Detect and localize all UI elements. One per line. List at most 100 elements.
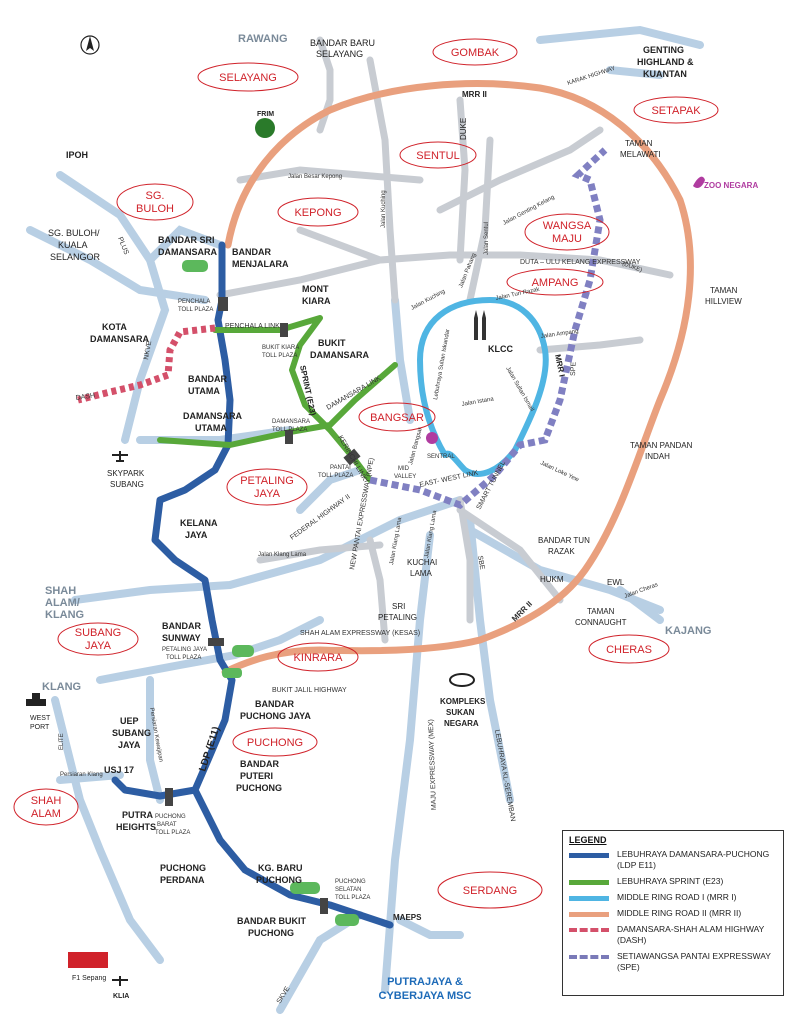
road-jalan-istana: Jalan Istana: [461, 396, 495, 408]
place-uep-3: JAYA: [118, 740, 141, 750]
legend-item: SETIAWANGSA PANTAI EXPRESSWAY (SPE): [569, 951, 777, 973]
place-kompleks-3: NEGARA: [444, 719, 479, 728]
place-kompleks-1: KOMPLEKS: [440, 697, 486, 706]
legend-swatch: [569, 896, 609, 901]
region-shah-alam-3: KLANG: [45, 609, 84, 621]
road-penchala-link: PENCHALA LINK: [225, 323, 280, 330]
road-plus: PLUS: [116, 236, 129, 256]
place-bandar-menjalara-1: BANDAR: [232, 247, 271, 257]
place-usj17: USJ 17: [104, 765, 134, 775]
place-taman-pandan-2: INDAH: [645, 452, 670, 461]
region-shah-alam-1: SHAH: [45, 585, 76, 597]
area-ellipses: [13, 38, 719, 909]
legend-swatch: [569, 928, 609, 932]
place-sgbuloh-kuala-1: SG. BULOH/: [48, 228, 100, 238]
area-petaling-1: PETALING: [240, 475, 294, 487]
road-ldp: LDP (E11): [197, 725, 222, 773]
road-penchala-toll-1: PENCHALA: [178, 299, 210, 305]
road-jalan-kuching-2: Jalan Kuching: [410, 289, 446, 312]
area-kinrara: KINRARA: [294, 652, 344, 664]
kgbaru-badge: [290, 882, 320, 894]
road-karak: KARAK HIGHWAY: [567, 66, 616, 87]
place-kompleks-2: SUKAN: [446, 708, 475, 717]
road-maju-expressway: MAJU EXPRESSWAY (MEX): [428, 719, 438, 810]
road-federal-highway: FEDERAL HIGHWAY II: [289, 493, 352, 541]
legend-title: LEGEND: [569, 835, 607, 845]
road-duta: DUTA – ULU KELANG EXPRESSWAY: [520, 259, 641, 266]
place-bandar-utama-2: UTAMA: [188, 386, 220, 396]
legend-swatch: [569, 955, 609, 959]
place-puchong-perdana-1: PUCHONG: [160, 863, 206, 873]
place-skypark-2: SUBANG: [110, 480, 144, 489]
klcc-towers-icon: [474, 310, 486, 340]
region-klang: KLANG: [42, 681, 81, 693]
zoo-icon: [693, 176, 705, 189]
place-maeps: MAEPS: [393, 913, 422, 922]
road-dash: DASH: [75, 392, 95, 402]
area-bangsar: BANGSAR: [370, 412, 424, 424]
road-bukit-jalil: BUKIT JALIL HIGHWAY: [272, 687, 347, 694]
place-bukit-dam-2: DAMANSARA: [310, 350, 369, 360]
place-bandar-sri-1: BANDAR SRI: [158, 235, 215, 245]
place-klcc: KLCC: [488, 344, 513, 354]
legend-label: MIDDLE RING ROAD II (MRR II): [617, 908, 742, 918]
legend-label: LEBUHRAYA DAMANSARA-PUCHONG (LDP E11): [617, 849, 770, 870]
road-penchala-toll-2: TOLL PLAZA: [178, 307, 213, 313]
airplane-icon: [112, 451, 128, 462]
road-kl-seremban: LEBUHRAYA KL-SEREMBAN: [493, 729, 516, 822]
road-mid-valley-1: MID: [398, 466, 410, 472]
place-hukm: HUKM: [540, 575, 564, 584]
road-puchong-selatan-toll-3: TOLL PLAZA: [335, 895, 370, 901]
region-rawang: RAWANG: [238, 33, 288, 45]
place-taman-melawati-1: TAMAN: [625, 139, 653, 148]
legend-items: LEBUHRAYA DAMANSARA-PUCHONG (LDP E11) LEB…: [569, 849, 777, 973]
place-kg-baru-2: PUCHONG: [256, 875, 302, 885]
road-jalan-besar-kepong: Jalan Besar Kepong: [288, 174, 342, 180]
place-bandar-menjalara-2: MENJALARA: [232, 259, 289, 269]
place-bandar-sri-2: DAMANSARA: [158, 247, 217, 257]
road-pantai-toll-1: PANTAI: [330, 465, 351, 471]
road-sbe: SBE: [476, 555, 485, 570]
penchala-badge: [182, 260, 208, 272]
area-subang-2: JAYA: [85, 640, 112, 652]
place-putra-heights-1: PUTRA: [122, 810, 153, 820]
place-west-port-1: WEST: [30, 715, 51, 722]
place-puchong-perdana-2: PERDANA: [160, 875, 205, 885]
legend-swatch: [569, 912, 609, 917]
place-taman-connaught-2: CONNAUGHT: [575, 618, 627, 627]
bukit-kiara-toll-marker: [280, 323, 288, 337]
place-kota-dam-2: DAMANSARA: [90, 334, 149, 344]
road-mrr1: MRR I: [553, 354, 567, 378]
damansara-toll-marker: [285, 430, 293, 444]
legend-swatch: [569, 853, 609, 858]
legend-item: LEBUHRAYA SPRINT (E23): [569, 876, 777, 887]
place-bandar-bukit-1: BANDAR BUKIT: [237, 916, 306, 926]
place-genting-3: KUANTAN: [643, 69, 687, 79]
puchong-barat-toll-marker: [165, 788, 173, 806]
legend-panel: LEGEND LEBUHRAYA DAMANSARA-PUCHONG (LDP …: [562, 830, 784, 996]
legend-item: MIDDLE RING ROAD I (MRR I): [569, 892, 777, 903]
pj-badge-2: [232, 645, 254, 657]
place-zoo: ZOO NEGARA: [704, 181, 758, 190]
spe-route: [369, 147, 608, 510]
road-east-west-link: EAST- WEST LINK: [419, 470, 479, 489]
place-taman-hillview-1: TAMAN: [710, 286, 738, 295]
sentral-icon: [426, 432, 438, 444]
place-f1: F1 Sepang: [72, 975, 106, 982]
place-bpj-2: PUCHONG JAYA: [240, 711, 311, 721]
place-sgbuloh-kuala-3: SELANGOR: [50, 252, 101, 262]
road-bukit-kiara-toll-2: TOLL PLAZA: [262, 353, 297, 359]
place-ipoh: IPOH: [66, 150, 88, 160]
road-duke: DUKE: [459, 118, 468, 140]
stadium-icon: [449, 673, 475, 687]
area-kepong: KEPONG: [294, 207, 341, 219]
road-jalan-kuching-1: Jalan Kuching: [381, 190, 387, 228]
road-sentral: SENTRAL: [427, 454, 455, 460]
road-kesas: SHAH ALAM EXPRESSWAY (KESAS): [300, 630, 420, 637]
place-bandar-tun-2: RAZAK: [548, 547, 575, 556]
area-gombak: GOMBAK: [451, 47, 500, 59]
place-sgbuloh-kuala-2: KUALA: [58, 240, 88, 250]
place-bpj-1: BANDAR: [255, 699, 294, 709]
area-subang-1: SUBANG: [75, 627, 121, 639]
road-pantai-toll-2: TOLL PLAZA: [318, 473, 353, 479]
